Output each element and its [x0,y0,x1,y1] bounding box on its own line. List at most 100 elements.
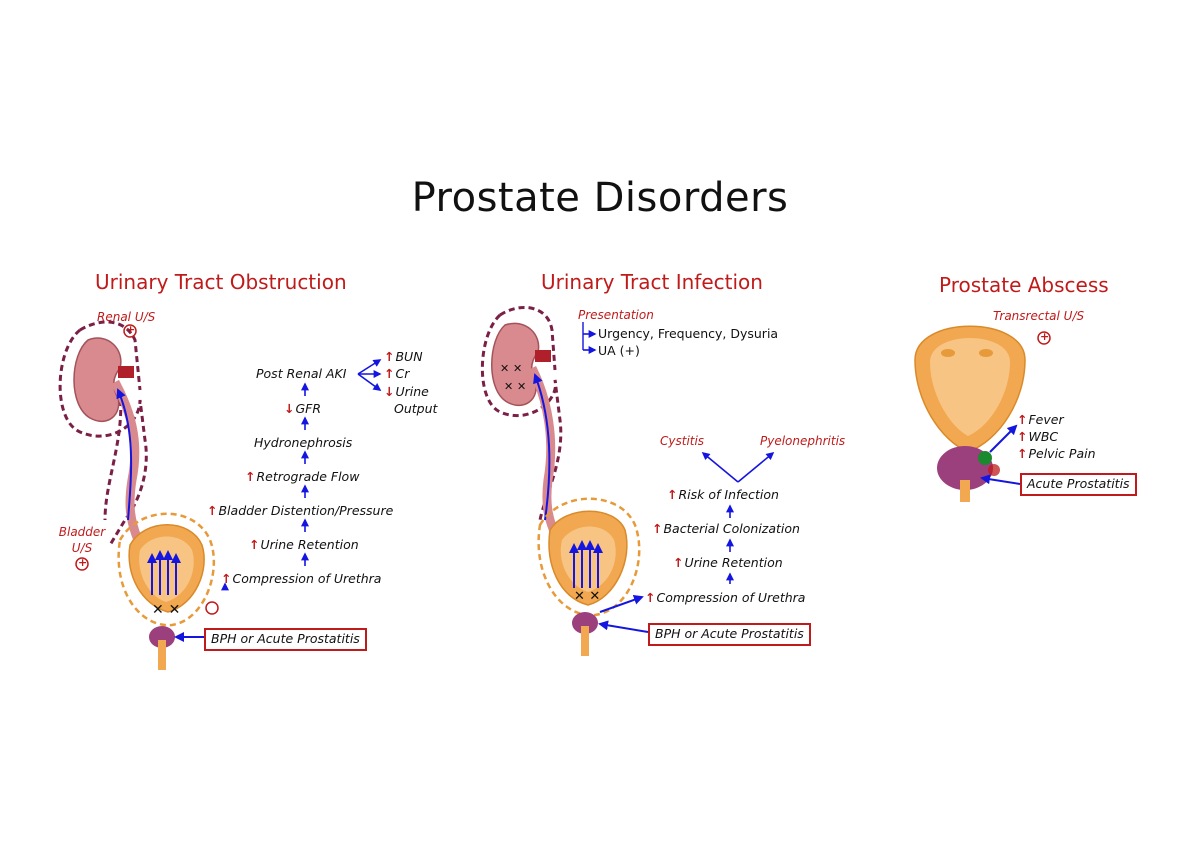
obstruction-x-marks: ✕ ✕ [152,602,180,618]
obs-step-distention-text: Bladder Distention/Pressure [218,503,394,518]
up-arrow-icon: ↑ [1017,446,1028,461]
finding-pelvic-pain: ↑Pelvic Pain [1017,446,1096,461]
up-arrow-icon: ↑ [221,571,232,586]
finding-wbc: ↑WBC [1017,429,1059,444]
finding-pelvic-pain-text: Pelvic Pain [1028,446,1096,461]
lab-bun: ↑BUN [384,349,423,364]
finding-fever: ↑Fever [1017,412,1064,427]
ureter-opening-left [941,349,955,357]
inf-step-retention-text: Urine Retention [684,555,783,570]
renal-us-label: Renal U/S [97,310,156,324]
obstruction-title: Urinary Tract Obstruction [95,270,347,294]
up-arrow-icon: ↑ [652,521,663,536]
up-arrow-icon: ↑ [645,590,656,605]
inf-step-compression: ↑Compression of Urethra [645,590,806,605]
renal-vessels-inf [535,350,551,362]
obstruction-cause-box: BPH or Acute Prostatitis [204,628,367,651]
up-arrow-icon: ↑ [207,503,218,518]
kidney-x-marks-2: ✕ ✕ [504,380,526,393]
bladder-dashed-outline-inf [537,497,641,617]
obstruction-flow-arrows [221,359,382,591]
ureter-arrow-inf [533,373,551,521]
renal-vessels [118,366,134,378]
findings-arrow [989,424,1018,453]
outcome-cystitis: Cystitis [660,434,705,448]
finding-fever-text: Fever [1028,412,1064,427]
inf-step-retention: ↑Urine Retention [673,555,783,570]
up-arrow-icon: ↑ [245,469,256,484]
abscess-title: Prostate Abscess [939,273,1109,297]
up-arrow-icon: ↑ [1017,412,1028,427]
inf-step-risk: ↑Risk of Infection [667,487,779,502]
infection-title: Urinary Tract Infection [541,270,763,294]
page-title: Prostate Disorders [411,175,789,221]
up-arrow-icon: ↑ [1017,429,1028,444]
renal-dashed-outline [58,328,148,546]
plus-icon-renal [123,324,137,338]
down-arrow-icon: ↓ [284,401,295,416]
inf-step-colonization-text: Bacterial Colonization [663,521,800,536]
presentation-symptoms: Urgency, Frequency, Dysuria [598,326,779,341]
bladder-us-label: Bladder U/S [58,525,106,556]
outcome-pyelonephritis: Pyelonephritis [760,434,846,448]
infection-anatomy: ✕ ✕ ✕ ✕ ✕ ✕ [480,306,649,656]
lab-cr-text: Cr [395,366,410,381]
obs-step-retention-text: Urine Retention [260,537,359,552]
renal-dashed-outline-top-inf [499,306,557,371]
obs-step-retention: ↑Urine Retention [249,537,359,552]
obs-step-compression-text: Compression of Urethra [232,571,382,586]
minus-icon-prostate [205,601,219,615]
up-arrow-icon: ↑ [673,555,684,570]
inf-step-colonization: ↑Bacterial Colonization [652,521,800,536]
obstruction-anatomy: ✕ ✕ [58,320,219,670]
renal-dashed-outline-inf [480,313,563,521]
plus-icon-bladder [75,557,89,571]
presentation-ua: UA (+) [598,343,640,358]
obs-step-gfr: ↓GFR [284,401,322,416]
up-arrow-icon: ↑ [384,349,395,364]
up-arrow-icon: ↑ [249,537,260,552]
cause-arrow-abs [980,474,1021,485]
lab-urine-text: Urine [395,384,429,399]
bladder-x-marks-inf: ✕ ✕ [574,589,600,604]
abscess-cause-box: Acute Prostatitis [1020,473,1137,496]
obs-step-retrograde-text: Retrograde Flow [256,469,360,484]
inflammation-mark [988,464,1000,476]
urethra-inf [581,626,589,656]
plus-icon-abscess-glyph: + [1040,330,1050,343]
cause-arrow-inf [598,620,649,633]
inf-step-risk-text: Risk of Infection [678,487,779,502]
bladder-arrows [147,550,181,595]
infection-flow-arrows [582,322,775,584]
ureter [111,379,143,542]
lab-output: Output [394,401,438,416]
abscess-lesion [978,451,992,465]
ureter-arrow [116,388,133,521]
bladder-dashed-outline [117,512,215,627]
plus-icon-bladder-glyph: + [78,556,88,569]
inf-step-compression-text: Compression of Urethra [656,590,806,605]
plus-icon-abscess [1037,331,1051,345]
abscess-anatomy [914,325,1051,502]
prostate-inf [572,612,598,634]
transrectal-us-label: Transrectal U/S [993,309,1085,323]
kidney-shape [73,337,122,423]
obs-step-compression: ↑Compression of Urethra [221,571,382,586]
obs-step-retrograde: ↑Retrograde Flow [245,469,360,484]
obs-step-gfr-text: GFR [295,401,322,416]
obs-step-aki: Post Renal AKI [256,366,347,381]
obs-step-distention: ↑Bladder Distention/Pressure [207,503,394,518]
urethra-abs [960,480,970,502]
lab-urine: ↓Urine [384,384,429,399]
urethra [158,640,166,670]
up-arrow-icon: ↑ [667,487,678,502]
prostate [149,626,175,648]
finding-wbc-text: WBC [1028,429,1059,444]
ureter-opening-right [979,349,993,357]
obs-step-hydronephrosis: Hydronephrosis [254,435,353,450]
bladder-arrows-inf [569,540,603,588]
down-arrow-icon: ↓ [384,384,395,399]
kidney-x-marks: ✕ ✕ [500,362,522,375]
plus-icon-renal-glyph: + [126,323,136,336]
